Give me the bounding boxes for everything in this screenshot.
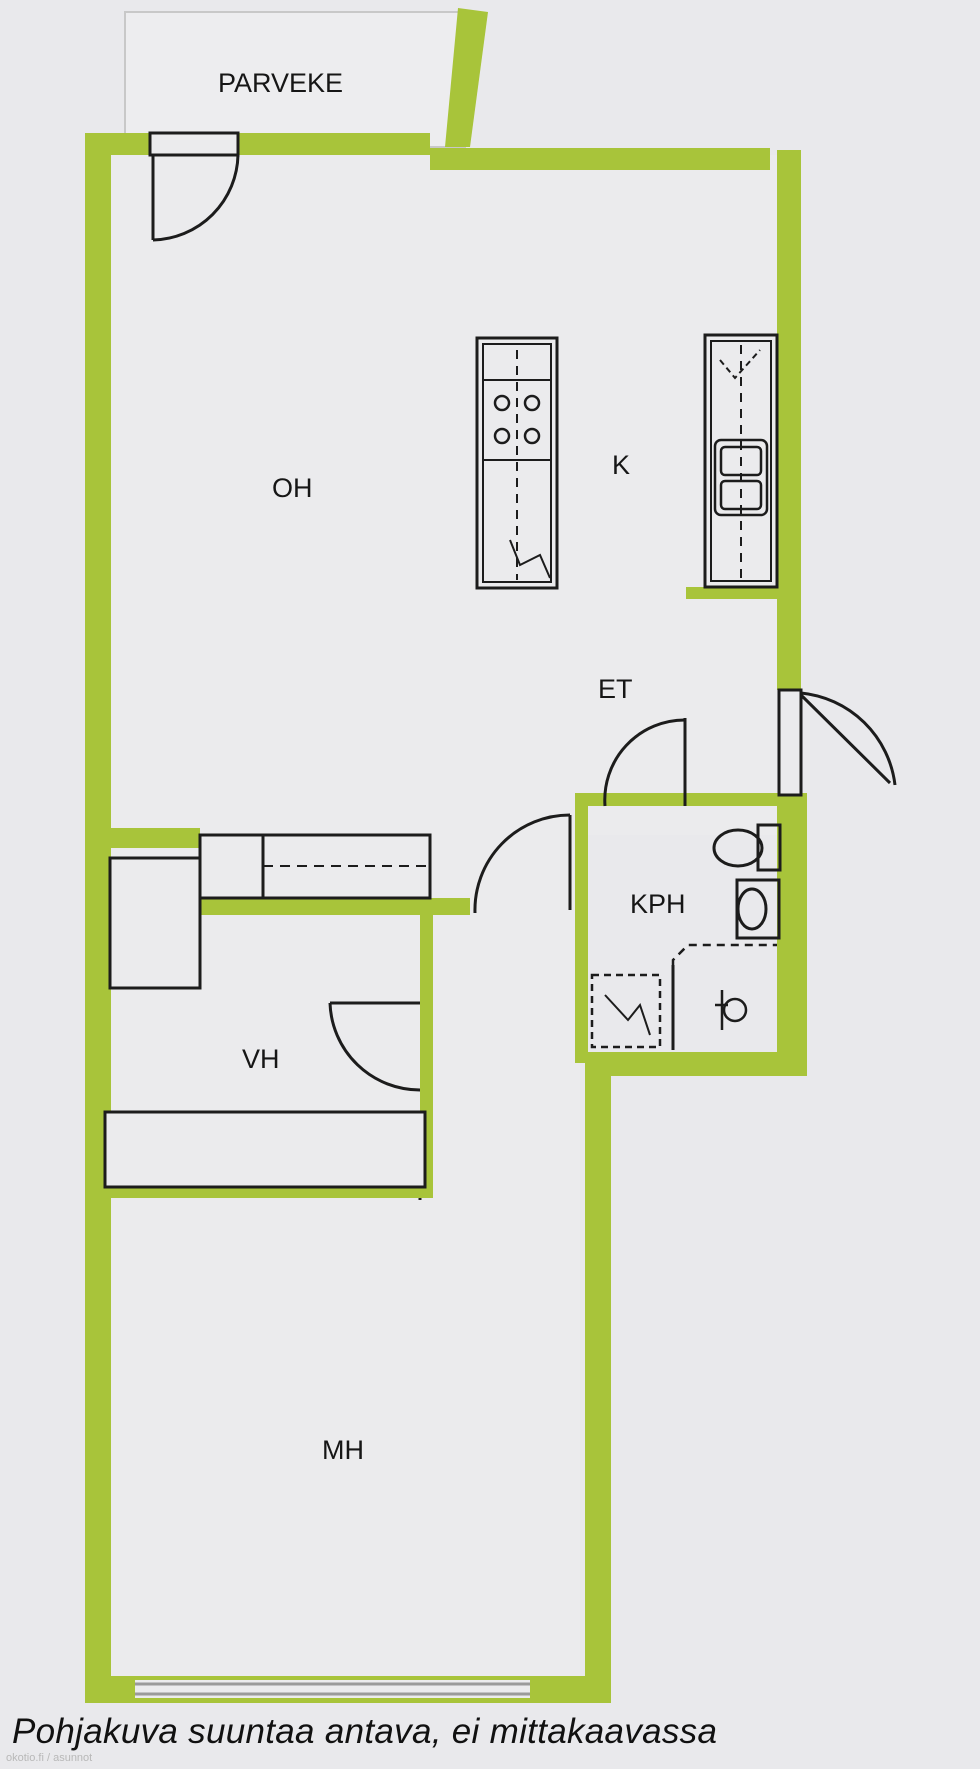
- room-label-kitchen: K: [612, 450, 630, 480]
- closet-door: [328, 1001, 421, 1092]
- bedroom-window: [135, 1680, 530, 1698]
- stove-icon: [493, 394, 541, 445]
- sink-icon: [713, 438, 769, 517]
- watermark: okotio.fi / asunnot: [6, 1752, 93, 1764]
- balcony-door: [148, 131, 240, 242]
- room-label-living: OH: [272, 473, 313, 503]
- vh-door: [473, 813, 572, 914]
- bathroom-fixtures: [590, 823, 782, 1050]
- wardrobes: [103, 833, 432, 1189]
- room-label-bathroom: KPH: [630, 889, 686, 919]
- kitchen-counter: [703, 333, 779, 589]
- room-label-bedroom: MH: [322, 1435, 364, 1465]
- doors: [148, 131, 897, 1092]
- entrance-door: [777, 688, 897, 797]
- floor-area: [110, 155, 777, 1680]
- room-label-hall: ET: [598, 674, 633, 704]
- kitchen-island: [475, 336, 559, 590]
- balcony: [124, 8, 488, 152]
- plan-caption: Pohjakuva suuntaa antava, ei mittakaavas…: [12, 1712, 718, 1751]
- room-label-walk-in: VH: [242, 1044, 280, 1074]
- room-label-balcony: PARVEKE: [218, 68, 343, 98]
- washbasin-icon: [735, 878, 781, 940]
- hall-door: [603, 718, 687, 807]
- shower-icon: [715, 990, 748, 1030]
- toilet-icon: [712, 823, 782, 872]
